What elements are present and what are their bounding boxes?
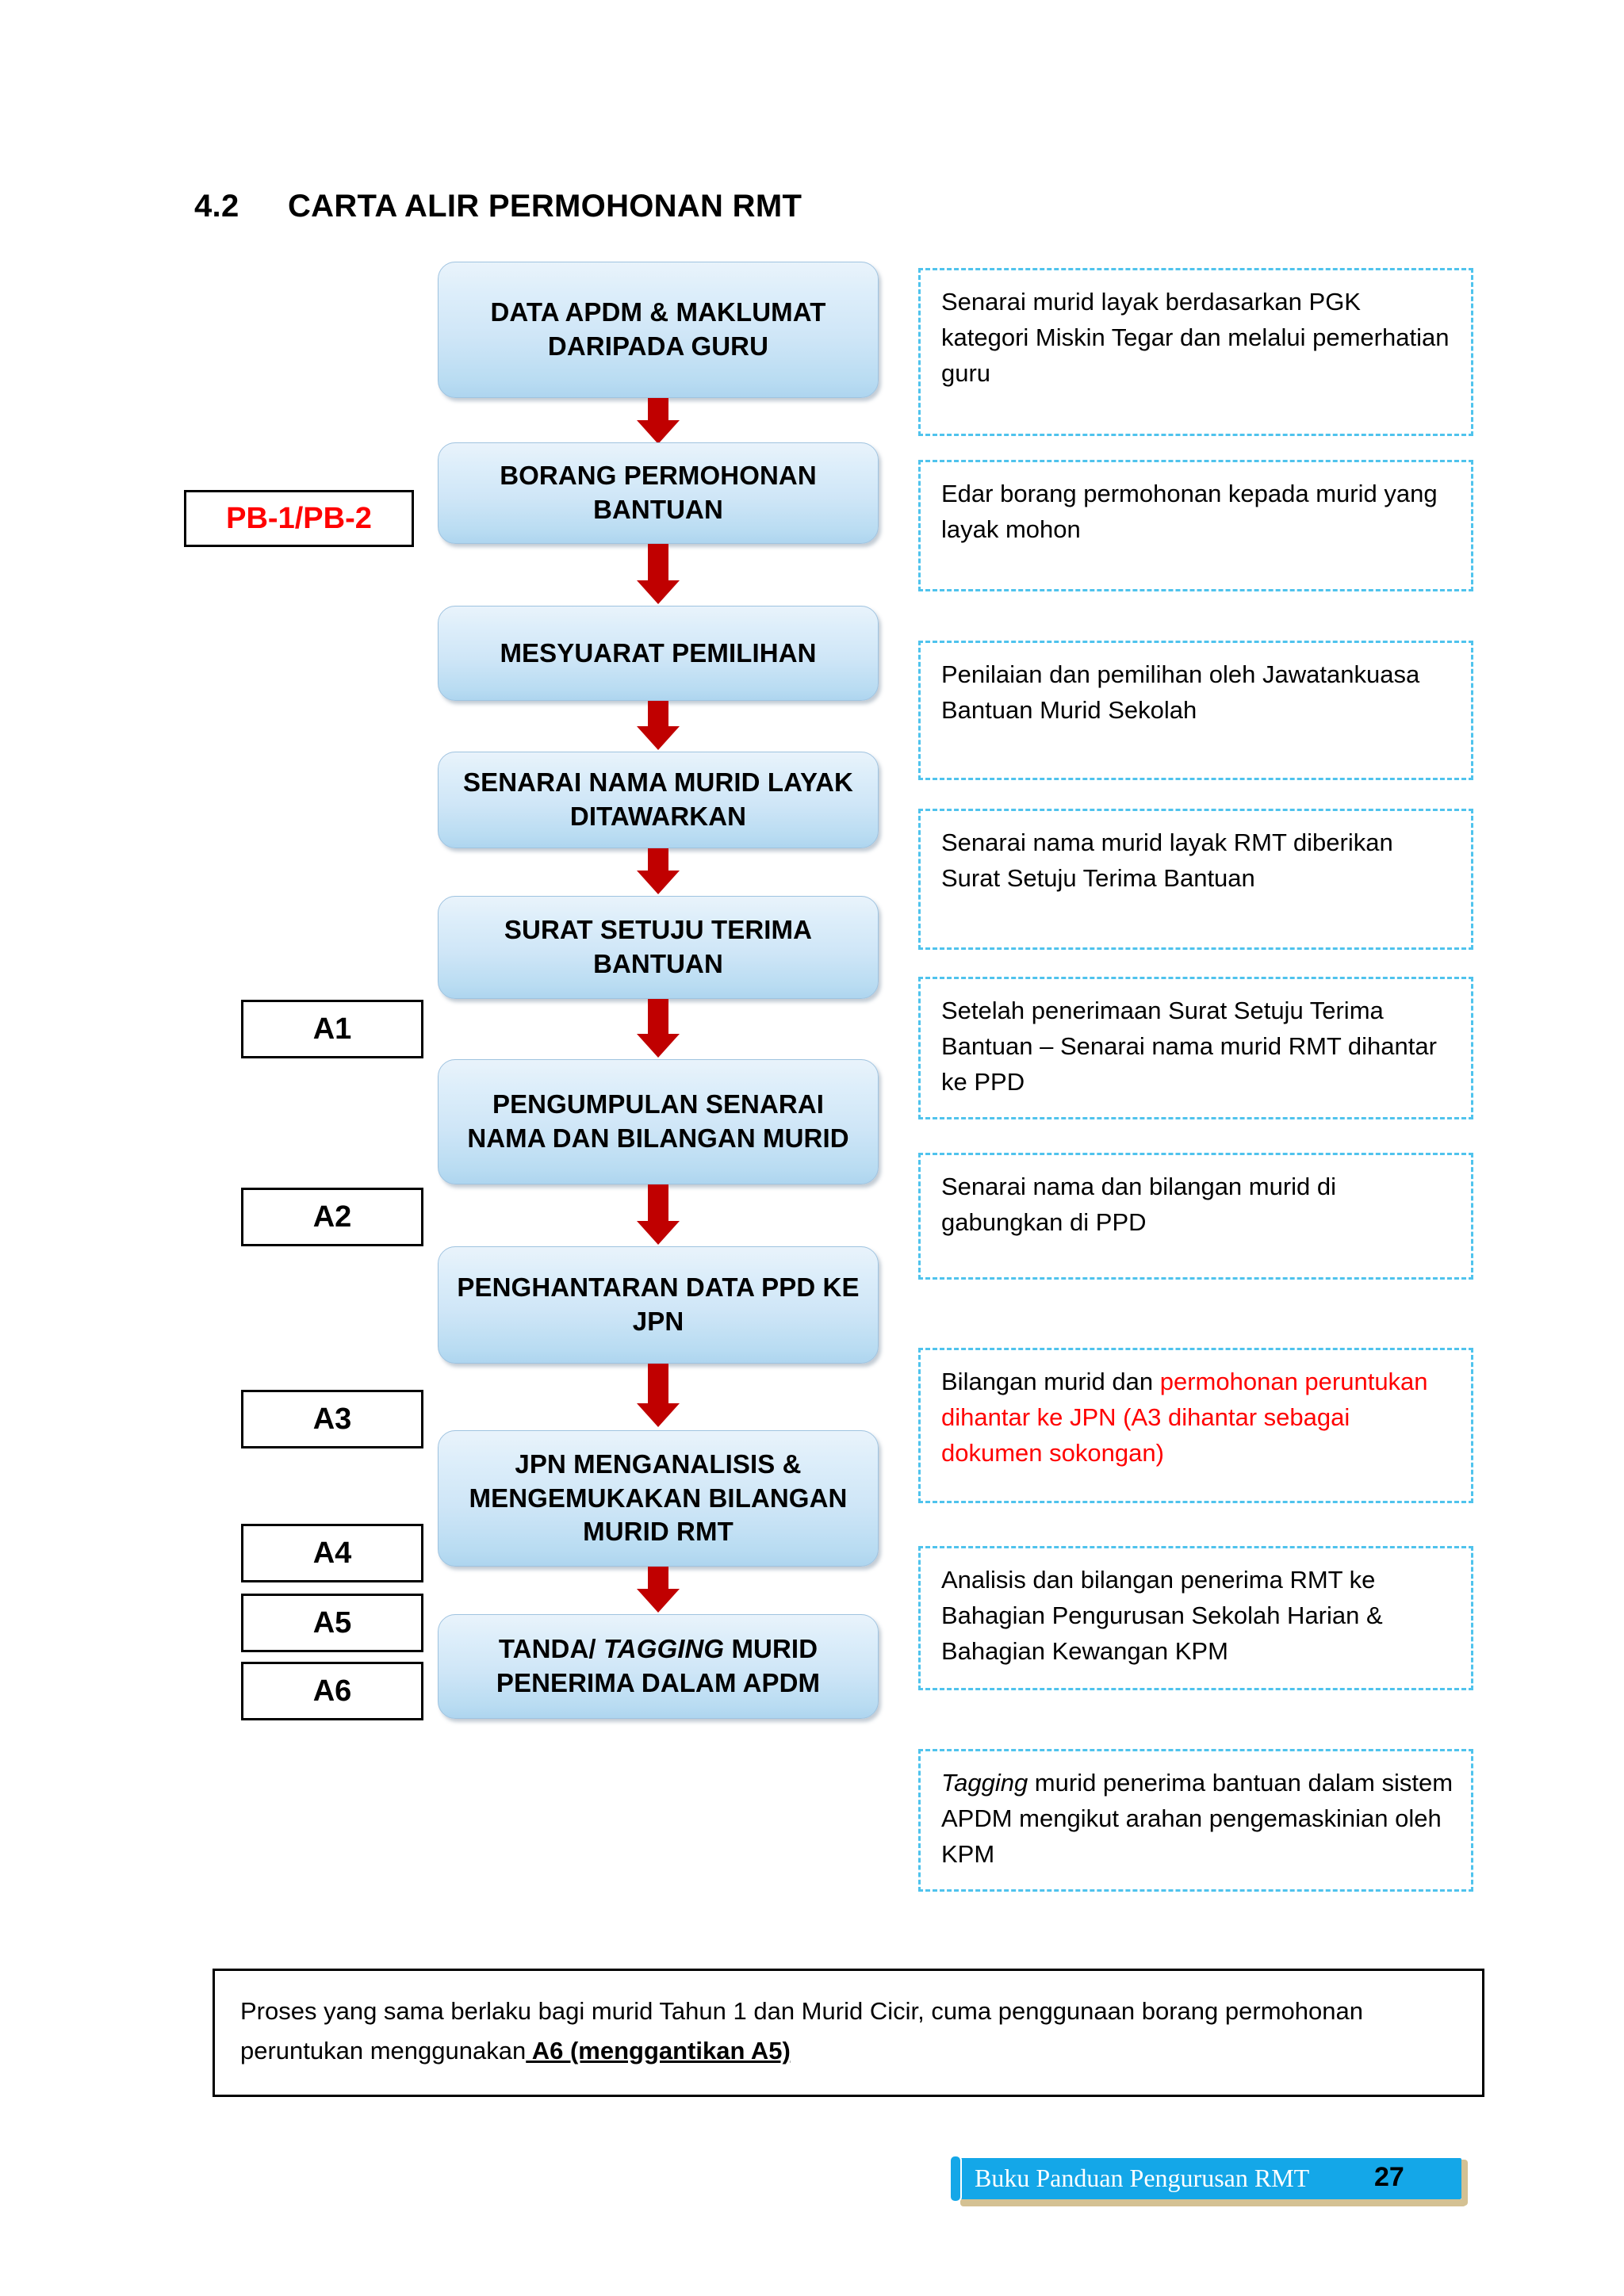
arrow-head — [637, 1403, 680, 1427]
note-text: Setelah penerimaan Surat Setuju Terima B… — [941, 997, 1437, 1096]
side-label-a1[interactable]: A1 — [241, 1000, 423, 1058]
flow-node-tanda-tagging[interactable]: TANDA/ TAGGING MURID PENERIMA DALAM APDM — [438, 1614, 879, 1719]
note-text: Senarai nama murid layak RMT diberikan S… — [941, 828, 1393, 892]
note-box-7: Bilangan murid dan permohonan peruntukan… — [918, 1348, 1473, 1503]
arrow-shaft — [648, 1184, 668, 1226]
note-text: Penilaian dan pemilihan oleh Jawatankuas… — [941, 660, 1420, 724]
flow-node-label: TANDA/ TAGGING MURID PENERIMA DALAM APDM — [453, 1632, 864, 1701]
note-text-rest: murid penerima bantuan dalam sistem APDM… — [941, 1769, 1454, 1868]
section-title-text: CARTA ALIR PERMOHONAN RMT — [288, 189, 802, 224]
bottom-note-emphasis: A6 (menggantikan A5) — [526, 2037, 791, 2065]
flow-node-label: PENGHANTARAN DATA PPD KE JPN — [457, 1272, 860, 1336]
arrow-shaft — [648, 1364, 668, 1408]
note-box-5: Setelah penerimaan Surat Setuju Terima B… — [918, 977, 1473, 1119]
side-label-a2[interactable]: A2 — [241, 1188, 423, 1246]
note-box-2: Edar borang permohonan kepada murid yang… — [918, 460, 1473, 591]
flow-arrow-5 — [438, 999, 879, 1059]
bottom-note-text: Proses yang sama berlaku bagi murid Tahu… — [240, 1997, 1363, 2065]
flow-node-label-italic: TAGGING — [603, 1634, 725, 1664]
flow-node-label: JPN MENGANALISIS & MENGEMUKAKAN BILANGAN… — [469, 1448, 848, 1547]
note-box-3: Penilaian dan pemilihan oleh Jawatankuas… — [918, 641, 1473, 780]
side-label-a5[interactable]: A5 — [241, 1594, 423, 1652]
flow-node-borang[interactable]: BORANG PERMOHONAN BANTUAN — [438, 442, 879, 544]
note-text-italic: Tagging — [941, 1769, 1028, 1797]
footer-bar — [957, 2158, 1461, 2199]
arrow-head — [637, 1221, 680, 1245]
flow-node-penghantaran[interactable]: PENGHANTARAN DATA PPD KE JPN — [438, 1246, 879, 1364]
arrow-head — [637, 871, 680, 894]
arrow-shaft — [648, 701, 668, 731]
section-number: 4.2 — [194, 189, 239, 224]
page-number: 27 — [1374, 2162, 1404, 2192]
footer-title: Buku Panduan Pengurusan RMT — [975, 2164, 1310, 2192]
side-label-a3[interactable]: A3 — [241, 1390, 423, 1448]
side-label-text: A1 — [312, 1012, 352, 1046]
flow-node-label-post: MURID PENERIMA DALAM APDM — [496, 1634, 821, 1697]
flow-node-data-apdm[interactable]: DATA APDM & MAKLUMAT DARIPADA GURU — [438, 262, 879, 398]
arrow-head — [637, 726, 680, 750]
side-label-text: A2 — [312, 1200, 352, 1234]
side-label-text: A6 — [312, 1674, 352, 1708]
arrow-shaft — [648, 999, 668, 1039]
flow-arrow-8 — [438, 1567, 879, 1614]
side-label-text: PB-1/PB-2 — [226, 501, 372, 535]
note-text: Senarai murid layak berdasarkan PGK kate… — [941, 288, 1450, 387]
side-label-a4[interactable]: A4 — [241, 1524, 423, 1582]
flow-arrow-7 — [438, 1364, 879, 1430]
note-box-1: Senarai murid layak berdasarkan PGK kate… — [918, 268, 1473, 436]
arrow-head — [637, 1034, 680, 1058]
side-label-text: A5 — [312, 1605, 352, 1640]
arrow-head — [637, 420, 680, 444]
flow-node-label: MESYUARAT PEMILIHAN — [500, 637, 817, 668]
flow-node-label: BORANG PERMOHONAN BANTUAN — [500, 461, 817, 524]
arrow-head — [637, 580, 680, 604]
flow-node-senarai-nama[interactable]: SENARAI NAMA MURID LAYAK DITAWARKAN — [438, 752, 879, 848]
flow-arrow-3 — [438, 701, 879, 752]
note-box-6: Senarai nama dan bilangan murid di gabun… — [918, 1153, 1473, 1280]
note-box-4: Senarai nama murid layak RMT diberikan S… — [918, 809, 1473, 950]
flow-arrow-1 — [438, 398, 879, 444]
page-title: 4.2 CARTA ALIR PERMOHONAN RMT — [194, 189, 802, 224]
footer-shadow-bottom — [960, 2199, 1466, 2206]
footer-banner: Buku Panduan Pengurusan RMT 27 — [949, 2155, 1468, 2206]
flow-node-pengumpulan[interactable]: PENGUMPULAN SENARAI NAMA DAN BILANGAN MU… — [438, 1059, 879, 1184]
arrow-shaft — [648, 544, 668, 585]
flow-node-label-pre: TANDA/ — [498, 1634, 603, 1664]
footer-shadow-right — [1461, 2160, 1468, 2206]
side-label-text: A4 — [312, 1536, 352, 1570]
note-text: Analisis dan bilangan penerima RMT ke Ba… — [941, 1566, 1383, 1665]
flow-node-label: PENGUMPULAN SENARAI NAMA DAN BILANGAN MU… — [467, 1089, 849, 1153]
side-label-a6[interactable]: A6 — [241, 1662, 423, 1720]
flow-arrow-6 — [438, 1184, 879, 1246]
flow-node-mesyuarat[interactable]: MESYUARAT PEMILIHAN — [438, 606, 879, 701]
flow-arrow-2 — [438, 544, 879, 606]
flow-node-jpn-analisis[interactable]: JPN MENGANALISIS & MENGEMUKAKAN BILANGAN… — [438, 1430, 879, 1567]
side-label-text: A3 — [312, 1402, 352, 1436]
flow-node-label: SURAT SETUJU TERIMA BANTUAN — [504, 915, 813, 978]
note-text: Edar borang permohonan kepada murid yang… — [941, 480, 1438, 543]
flowchart: DATA APDM & MAKLUMAT DARIPADA GURU BORAN… — [438, 262, 879, 1719]
bottom-note: Proses yang sama berlaku bagi murid Tahu… — [213, 1969, 1484, 2098]
note-box-8: Analisis dan bilangan penerima RMT ke Ba… — [918, 1546, 1473, 1690]
flow-node-surat-setuju[interactable]: SURAT SETUJU TERIMA BANTUAN — [438, 896, 879, 999]
side-label-pb[interactable]: PB-1/PB-2 — [184, 490, 414, 547]
note-text: Senarai nama dan bilangan murid di gabun… — [941, 1173, 1337, 1236]
arrow-head — [637, 1589, 680, 1613]
footer-left-tab-icon — [949, 2155, 962, 2202]
note-text-red: permohonan peruntukan dihantar ke JPN (A… — [941, 1368, 1428, 1467]
flow-node-label: SENARAI NAMA MURID LAYAK DITAWARKAN — [463, 767, 853, 831]
flow-node-label: DATA APDM & MAKLUMAT DARIPADA GURU — [490, 297, 826, 361]
note-box-9: Tagging murid penerima bantuan dalam sis… — [918, 1749, 1473, 1892]
flow-arrow-4 — [438, 848, 879, 896]
note-text-black: Bilangan murid dan — [941, 1368, 1160, 1395]
